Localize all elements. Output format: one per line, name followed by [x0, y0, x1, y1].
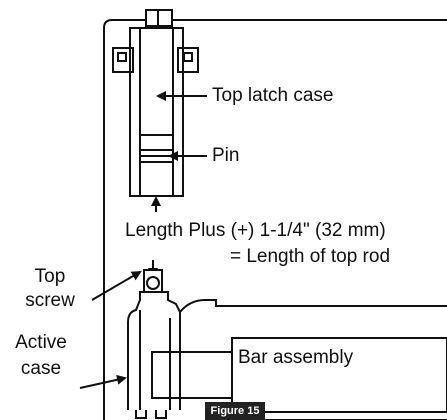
bar-assembly-label: Bar assembly	[238, 347, 354, 368]
top-latch-case	[112, 9, 199, 197]
pin-label: Pin	[212, 145, 240, 166]
leader-lines	[79, 91, 207, 389]
top-latch-case-label: Top latch case	[212, 85, 334, 106]
figure-label: Figure 15	[205, 402, 265, 420]
active-case-leader	[79, 374, 127, 389]
length-label-line1: Length Plus (+) 1-1/4" (32 mm)	[125, 220, 386, 241]
active-case-label-line1: Active	[15, 332, 67, 353]
left-mounting-tab	[112, 47, 134, 73]
top-screw-leader	[91, 270, 142, 301]
top-screw-label-line2: screw	[25, 290, 75, 311]
top-screw-label-line1: Top	[34, 266, 66, 287]
active-case-assembly	[127, 269, 447, 420]
length-label-line2: = Length of top rod	[229, 246, 391, 267]
door-frame	[103, 19, 447, 420]
right-mounting-tab	[177, 47, 199, 73]
active-case-label-line2: case	[20, 358, 62, 379]
